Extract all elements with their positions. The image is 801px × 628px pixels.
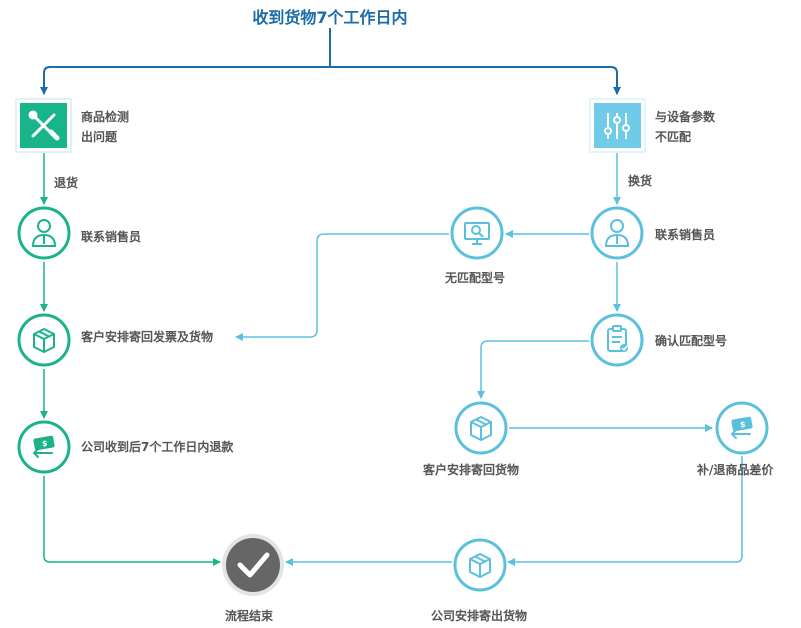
step-contact-sales-right: 联系销售员 xyxy=(655,228,716,242)
edge-label-return: 退货 xyxy=(54,176,79,190)
person-icon xyxy=(604,219,630,247)
price-difference-node: $ xyxy=(715,401,769,455)
svg-text:$: $ xyxy=(740,420,746,429)
step-confirm-model: 确认匹配型号 xyxy=(655,334,728,348)
person-icon xyxy=(31,219,57,247)
problem-node-left xyxy=(15,98,72,153)
step-refund: 公司收到后7个工作日内退款 xyxy=(81,440,234,454)
monitor-search-icon xyxy=(464,222,490,245)
refund-node: $ xyxy=(17,420,71,474)
confirm-model-node xyxy=(590,313,644,367)
step-return-invoice-goods: 客户安排寄回发票及货物 xyxy=(81,330,214,344)
right-branch-connectors xyxy=(235,152,743,566)
package-icon xyxy=(469,553,491,578)
step-price-difference: 补/退商品差价 xyxy=(697,463,774,477)
problem-left-line2: 出问题 xyxy=(81,130,118,144)
return-goods-node xyxy=(454,401,508,455)
problem-left-line1: 商品检测 xyxy=(81,110,130,124)
money-refund-icon: $ xyxy=(731,416,753,439)
problem-right-line2: 不匹配 xyxy=(655,130,692,144)
step-contact-sales-left: 联系销售员 xyxy=(81,230,142,244)
sliders-icon xyxy=(604,113,630,139)
return-invoice-node xyxy=(17,313,71,367)
clipboard-check-icon xyxy=(607,325,628,352)
package-icon xyxy=(33,328,55,353)
no-match-node xyxy=(450,206,504,260)
end-node xyxy=(222,534,284,596)
step-no-match: 无匹配型号 xyxy=(445,271,506,285)
left-branch-connectors xyxy=(40,152,221,566)
money-refund-icon: $ xyxy=(33,435,55,458)
end-label: 流程结束 xyxy=(225,609,274,623)
top-split-connector xyxy=(40,28,621,95)
edge-label-exchange: 换货 xyxy=(628,174,653,188)
wrench-screwdriver-icon xyxy=(28,110,60,141)
package-icon xyxy=(470,416,492,441)
ship-out-node xyxy=(453,538,507,592)
problem-node-right xyxy=(589,98,646,153)
step-ship-out: 公司安排寄出货物 xyxy=(431,609,528,623)
contact-sales-node-left xyxy=(17,206,71,260)
svg-text:$: $ xyxy=(42,439,48,448)
contact-sales-node-right xyxy=(590,206,644,260)
checkmark-icon xyxy=(237,552,270,578)
step-return-goods: 客户安排寄回货物 xyxy=(423,463,520,477)
page-title: 收到货物7个工作日内 xyxy=(252,8,408,27)
problem-right-line1: 与设备参数 xyxy=(655,110,716,124)
